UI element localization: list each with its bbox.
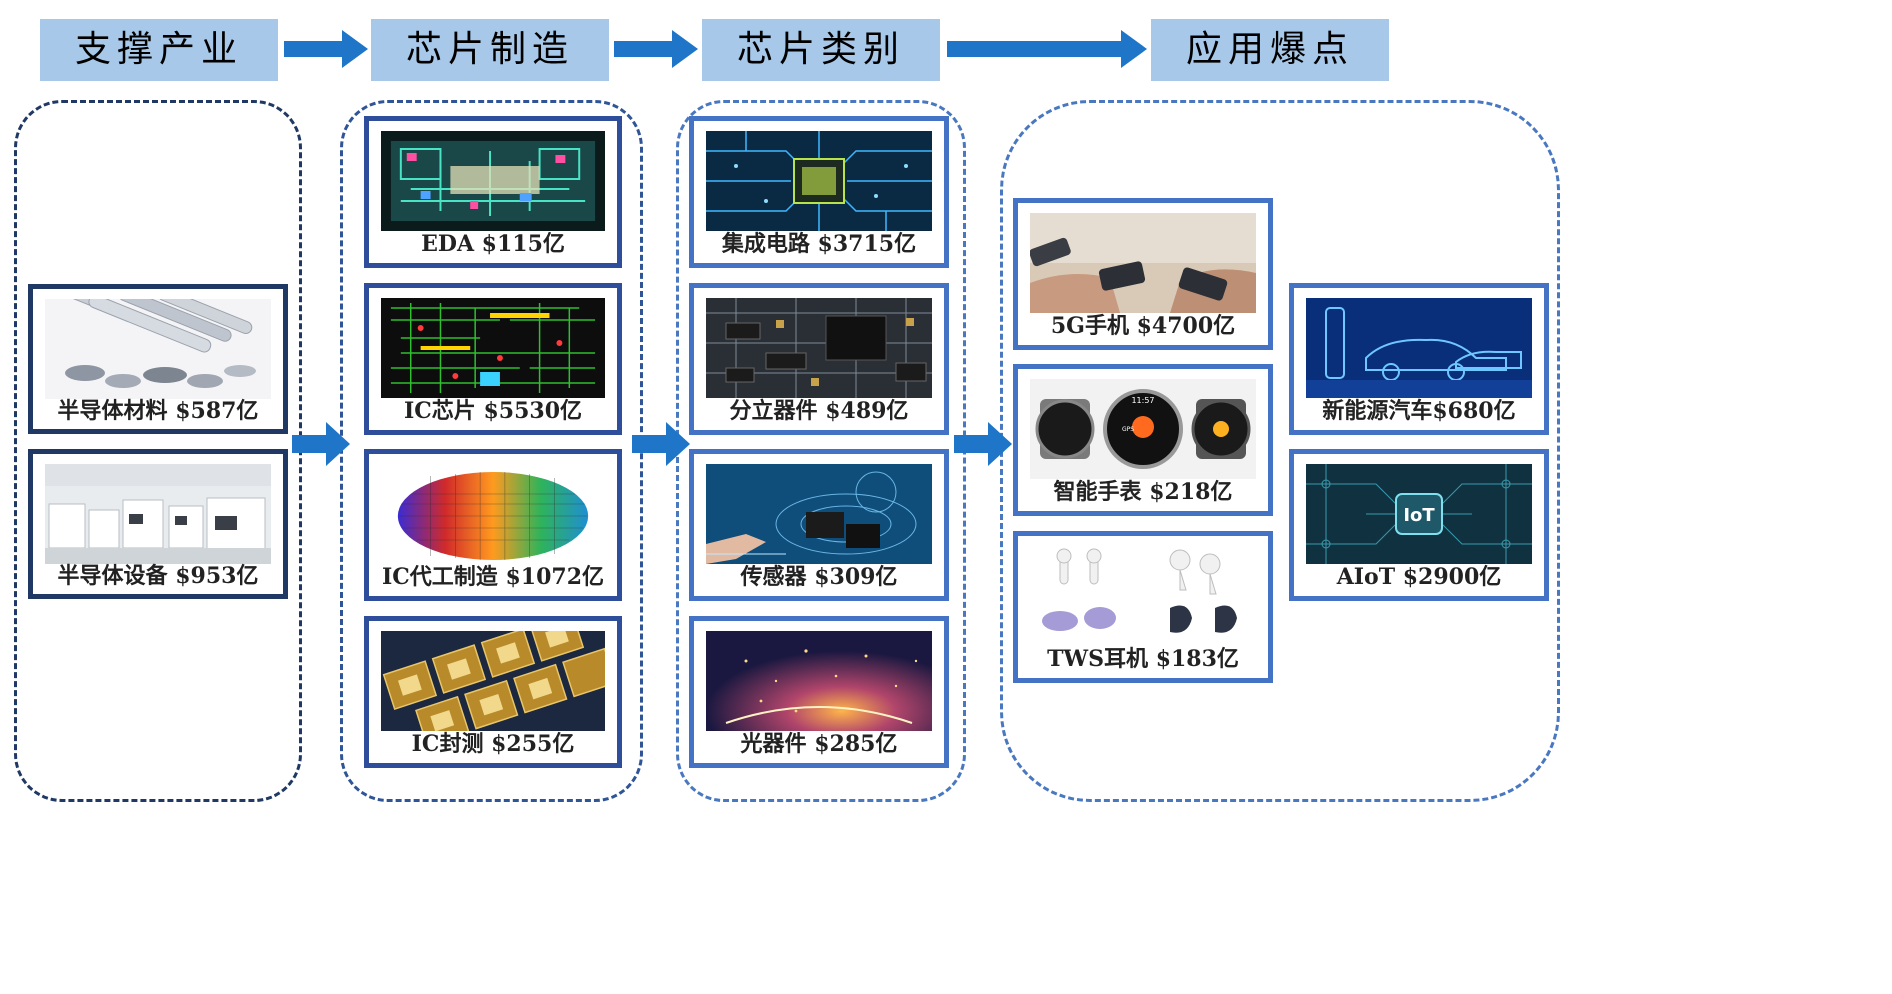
label-packaging: IC封测 $255亿 (411, 731, 575, 757)
iot-text: IoT (1403, 505, 1435, 526)
ev-image (1306, 298, 1532, 398)
card-eda: EDA $115亿 (364, 116, 622, 268)
label-eda: EDA $115亿 (421, 231, 565, 257)
arrow-right-icon (954, 422, 1012, 466)
sensor-image (706, 464, 932, 564)
label-new-energy-vehicle: 新能源汽车$680亿 (1322, 398, 1516, 424)
label-equipment: 半导体设备 $953亿 (57, 563, 259, 589)
label-discrete-devices: 分立器件 $489亿 (729, 398, 909, 424)
watch-image: 11:57 GPS (1030, 379, 1256, 479)
label-foundry: IC代工制造 $1072亿 (382, 564, 604, 590)
arrow-right-icon (947, 30, 1147, 68)
aiot-image: IoT (1306, 464, 1532, 564)
wafer-image (381, 464, 605, 564)
card-ic-chip: IC芯片 $5530亿 (364, 283, 622, 435)
arrow-right-icon (614, 30, 698, 68)
card-5g-phone: 5G手机 $4700亿 (1013, 198, 1273, 350)
arrow-right-icon (284, 30, 368, 68)
card-integrated-circuit: 集成电路 $3715亿 (689, 116, 949, 268)
card-new-energy-vehicle: 新能源汽车$680亿 (1289, 283, 1549, 435)
card-semiconductor-equipment: 半导体设备 $953亿 (28, 449, 288, 599)
equipment-image (45, 464, 271, 564)
header-support: 支撑产业 (40, 19, 278, 81)
label-tws-earbuds: TWS耳机 $183亿 (1047, 646, 1239, 672)
card-discrete-devices: 分立器件 $489亿 (689, 283, 949, 435)
discrete-image (706, 298, 932, 398)
header-manufacturing: 芯片制造 (371, 19, 609, 81)
label-sensor: 传感器 $309亿 (740, 564, 898, 590)
card-smart-watch: 11:57 GPS 智能手表 $218亿 (1013, 364, 1273, 516)
watch-gps-text: GPS (1122, 426, 1134, 433)
arrow-right-icon (292, 422, 350, 466)
phone-image (1030, 213, 1256, 313)
label-ic-chip: IC芯片 $5530亿 (404, 398, 582, 424)
label-aiot: AIoT $2900亿 (1336, 564, 1502, 590)
industry-chain-diagram: 支撑产业 芯片制造 芯片类别 应用爆点 (14, 19, 1560, 802)
ic-chip-image (381, 298, 605, 398)
materials-image (45, 299, 271, 399)
card-foundry: IC代工制造 $1072亿 (364, 449, 622, 601)
card-packaging: IC封测 $255亿 (364, 616, 622, 768)
ic-board-image (706, 131, 932, 231)
card-semiconductor-materials: 半导体材料 $587亿 (28, 284, 288, 434)
earbuds-image (1030, 546, 1256, 646)
header-categories: 芯片类别 (702, 19, 940, 81)
optical-image (706, 631, 932, 731)
label-materials: 半导体材料 $587亿 (57, 398, 259, 424)
card-sensor: 传感器 $309亿 (689, 449, 949, 601)
arrow-right-icon (632, 422, 690, 466)
label-5g-phone: 5G手机 $4700亿 (1050, 313, 1236, 339)
card-optical-devices: 光器件 $285亿 (689, 616, 949, 768)
packaging-image (381, 631, 605, 731)
label-integrated-circuit: 集成电路 $3715亿 (721, 231, 917, 257)
card-aiot: IoT AIoT $2900亿 (1289, 449, 1549, 601)
card-tws-earbuds: TWS耳机 $183亿 (1013, 531, 1273, 683)
label-optical-devices: 光器件 $285亿 (740, 731, 898, 757)
header-applications: 应用爆点 (1151, 19, 1389, 81)
label-smart-watch: 智能手表 $218亿 (1053, 479, 1233, 505)
watch-time-text: 11:57 (1131, 396, 1154, 405)
eda-image (381, 131, 605, 231)
